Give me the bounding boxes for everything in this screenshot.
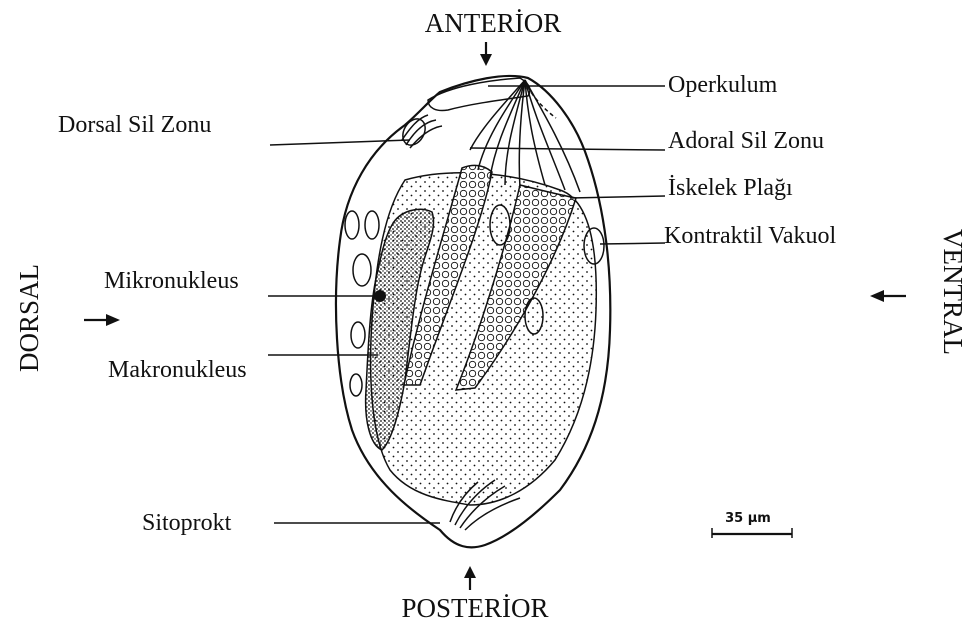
ventral-arrow bbox=[870, 290, 906, 302]
label-sitoprokt: Sitoprokt bbox=[142, 510, 232, 536]
label-dorsal-sil-zonu: Dorsal Sil Zonu bbox=[58, 112, 211, 138]
ventral-label: VENTRAL bbox=[938, 229, 968, 355]
scale-bar-label: 35 µm bbox=[725, 511, 771, 526]
label-operkulum: Operkulum bbox=[668, 72, 778, 98]
label-mikronukleus: Mikronukleus bbox=[104, 268, 239, 294]
label-iskelek-plagi: İskelek Plağı bbox=[668, 175, 793, 201]
posterior-arrow bbox=[464, 566, 476, 590]
scale-bar: 35 µm bbox=[712, 511, 792, 538]
dorsal-arrow bbox=[84, 314, 120, 326]
label-kontraktil-vakuol: Kontraktil Vakuol bbox=[664, 223, 837, 249]
posterior-label: POSTERİOR bbox=[401, 593, 548, 623]
dorsal-label: DORSAL bbox=[14, 264, 44, 372]
anterior-arrow bbox=[480, 42, 492, 66]
label-adoral-sil-zonu: Adoral Sil Zonu bbox=[668, 128, 824, 154]
dorsal-cilia bbox=[398, 115, 442, 149]
anterior-label: ANTERİOR bbox=[425, 8, 562, 38]
label-makronukleus: Makronukleus bbox=[108, 357, 247, 383]
micronucleus bbox=[374, 290, 386, 302]
